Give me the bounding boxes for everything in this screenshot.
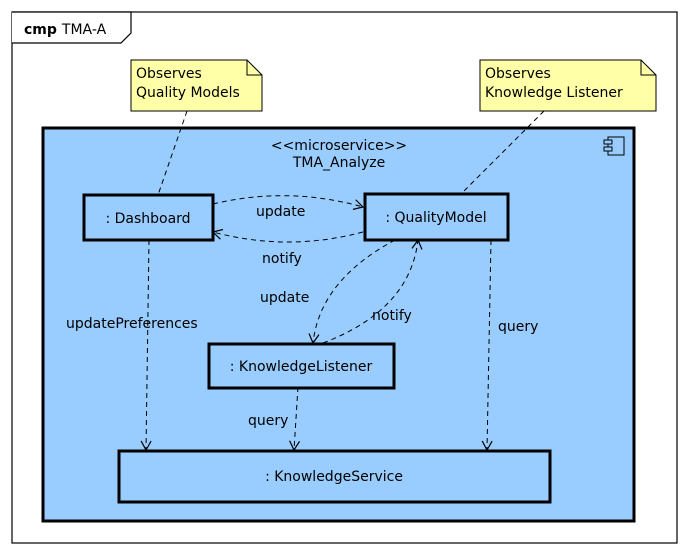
note-text-line-1: Observes (136, 66, 202, 82)
note-anchor-knowledge (461, 110, 545, 194)
connector-label-query: query (248, 413, 288, 429)
connector-listener-notify-quality[interactable] (322, 238, 423, 344)
note-text-line-1: Observes (485, 66, 551, 82)
part-label: : KnowledgeListener (230, 359, 373, 375)
connector-quality-update-listener[interactable] (308, 239, 396, 345)
note-quality-models[interactable]: Observes Quality Models (130, 59, 263, 112)
frame-keyword: cmp (24, 22, 57, 38)
part-label: : KnowledgeService (265, 469, 403, 485)
connector-listener-query-service[interactable] (289, 386, 301, 452)
frame-name: TMA-A (61, 22, 107, 38)
connector-dashboard-updatepreferences-service[interactable] (140, 239, 152, 452)
part-knowledge-listener[interactable]: : KnowledgeListener (207, 342, 396, 390)
part-quality-model[interactable]: : QualityModel (363, 192, 510, 242)
component-icon (603, 136, 625, 156)
note-text-line-2: Knowledge Listener (485, 85, 623, 101)
note-anchor-quality (157, 110, 188, 196)
part-dashboard[interactable]: : Dashboard (82, 193, 215, 242)
connector-label-update: update (256, 204, 305, 220)
connector-label-notify: notify (262, 251, 302, 267)
connector-label-notify: notify (372, 308, 412, 324)
note-anchors (157, 110, 545, 196)
connector-label-query: query (498, 319, 538, 335)
component-name: TMA_Analyze (292, 155, 385, 171)
part-label: : Dashboard (105, 211, 190, 227)
connector-dashboard-update-quality[interactable] (212, 195, 365, 210)
connector-label-update: update (260, 290, 309, 306)
component-stereotype: <<microservice>> (271, 138, 407, 154)
connector-labels: update notify update notify updatePrefer… (66, 204, 538, 429)
connector-quality-query-service[interactable] (481, 239, 493, 452)
frame-border (11, 11, 678, 544)
part-label: : QualityModel (385, 210, 486, 226)
connectors (140, 195, 493, 452)
part-knowledge-service[interactable]: : KnowledgeService (117, 449, 552, 504)
connector-quality-notify-dashboard[interactable] (211, 228, 364, 243)
note-text-line-2: Quality Models (136, 85, 240, 101)
note-knowledge-listener[interactable]: Observes Knowledge Listener (479, 59, 657, 112)
connector-label-updatepreferences: updatePreferences (66, 316, 198, 332)
frame-tab (12, 11, 132, 44)
